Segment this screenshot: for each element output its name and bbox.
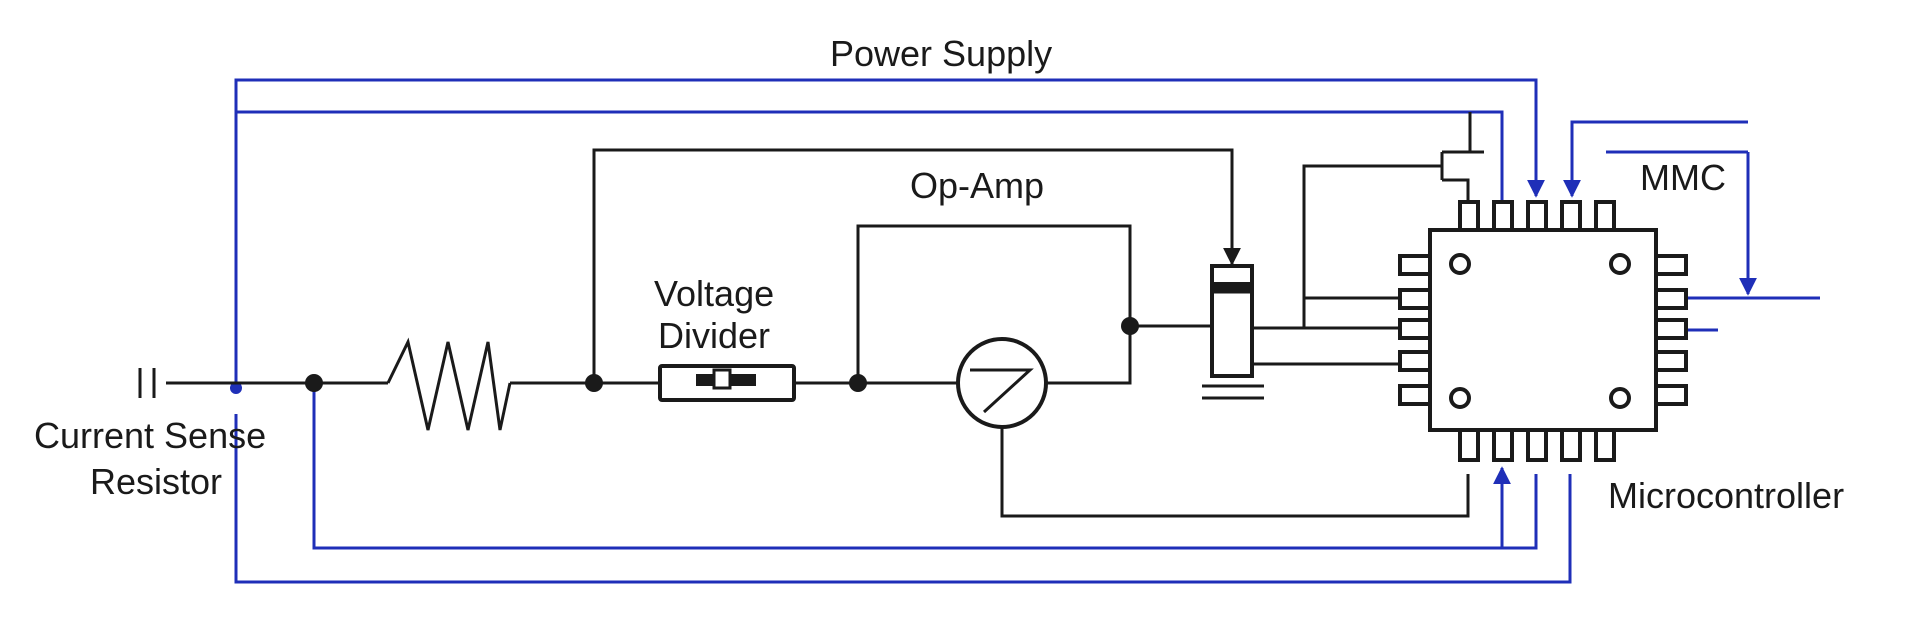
- input-terminal-icon: [138, 368, 156, 398]
- power-supply-label: Power Supply: [830, 33, 1052, 74]
- signal-wires: [166, 112, 1484, 518]
- power-supply-wires: [230, 78, 1820, 584]
- op-amp-label: Op-Amp: [910, 165, 1044, 206]
- diagram-labels: Power Supply Op-Amp Voltage Divider MMC …: [34, 33, 1844, 516]
- current-sense-label-line2: Resistor: [90, 461, 222, 502]
- voltage-divider-label-line1: Voltage: [654, 273, 774, 314]
- voltage-divider-icon: [658, 364, 796, 402]
- current-sense-label-line1: Current Sense: [34, 415, 266, 456]
- voltage-divider-label-line2: Divider: [658, 315, 770, 356]
- microcontroller-label: Microcontroller: [1608, 475, 1844, 516]
- zigzag-resistor-icon: [386, 337, 512, 431]
- op-amp-icon: [956, 337, 1048, 429]
- microcontroller-chip-icon: [1398, 200, 1688, 462]
- transistor-icon: [1202, 264, 1264, 400]
- mmc-label: MMC: [1640, 157, 1726, 198]
